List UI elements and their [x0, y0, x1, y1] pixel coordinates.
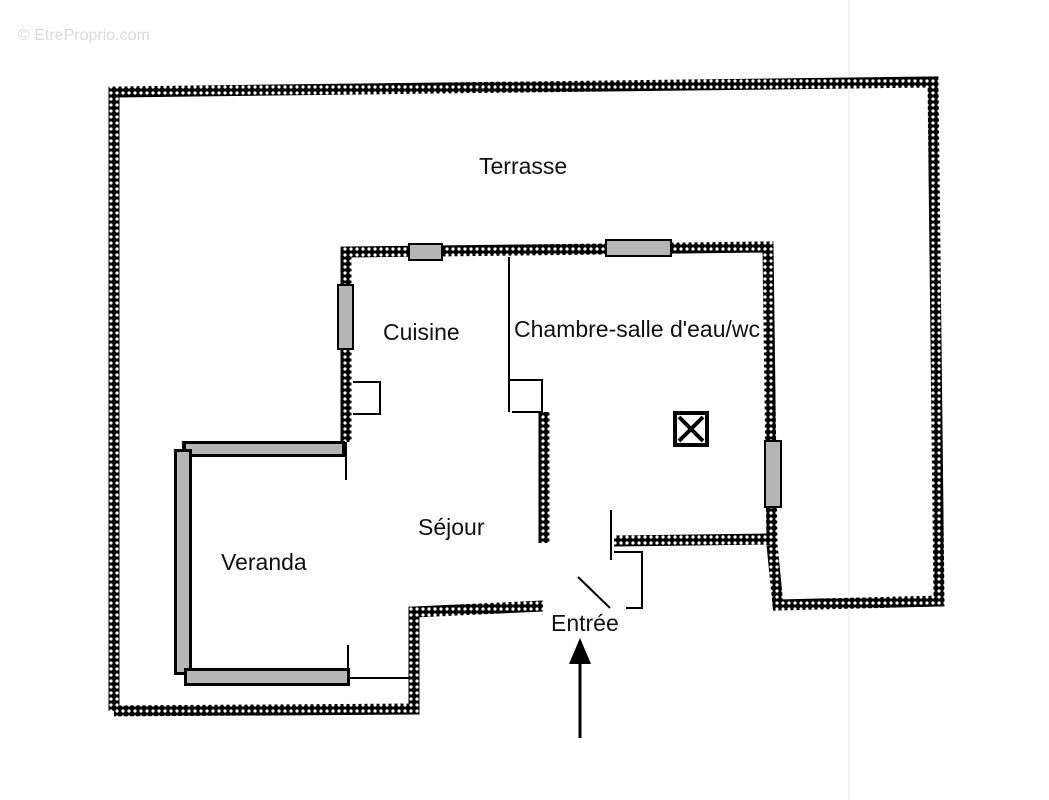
entry-arrow-icon: [569, 638, 591, 738]
label-cuisine: Cuisine: [383, 319, 460, 345]
veranda-walls: [174, 441, 350, 686]
label-veranda: Veranda: [221, 549, 307, 575]
windows: [337, 239, 782, 508]
shower-drain-icon: [673, 411, 709, 447]
label-entree: Entrée: [551, 610, 619, 636]
label-terrasse: Terrasse: [479, 153, 567, 179]
window-chambre-east: [764, 440, 782, 508]
entry-door-swing: [577, 576, 611, 609]
watermark: © EtreProprio.com: [18, 27, 150, 44]
window-cuisine: [337, 284, 354, 350]
label-sejour: Séjour: [418, 514, 485, 540]
label-chambre: Chambre-salle d'eau/wc: [514, 316, 760, 342]
terrace-outer-wall: [108, 76, 945, 717]
partitions: [345, 257, 643, 680]
window-chambre-north: [605, 239, 672, 257]
window-cuisine-north: [408, 243, 443, 261]
house-walls: [340, 241, 778, 547]
